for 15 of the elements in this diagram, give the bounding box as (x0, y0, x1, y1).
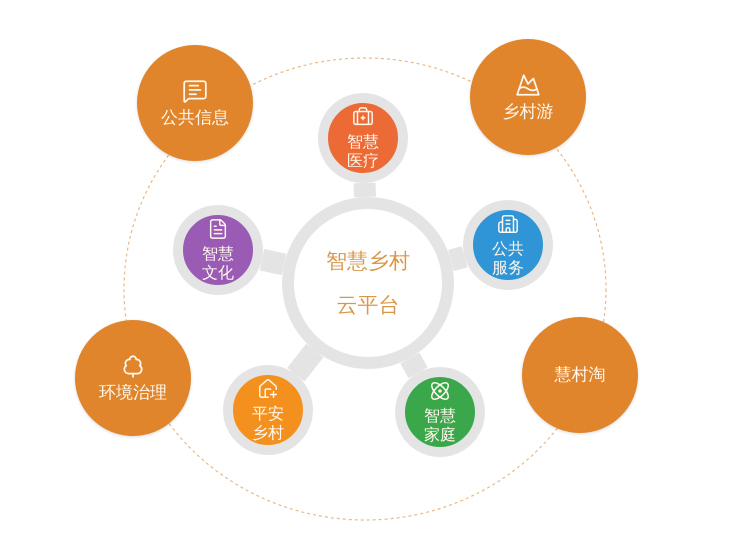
connector-band (448, 246, 468, 272)
connector-band (260, 248, 286, 276)
circle-label: 智慧乡村云平台 (325, 248, 411, 319)
circle-label: 公共信息 (161, 108, 229, 128)
connector-band (400, 352, 428, 378)
connector-band (354, 182, 376, 198)
circle-label: 智慧文化 (201, 244, 235, 282)
circle-label: 智慧医疗 (346, 132, 380, 170)
connector-band (287, 344, 324, 382)
circle-label: 环境治理 (99, 382, 167, 404)
circle-label: 慧村淘 (554, 364, 606, 386)
circle-label: 智慧家庭 (423, 406, 457, 444)
circle-label: 乡村游 (502, 102, 554, 122)
circle-label: 平安乡村 (251, 404, 285, 442)
circle-label: 公共服务 (491, 238, 525, 278)
